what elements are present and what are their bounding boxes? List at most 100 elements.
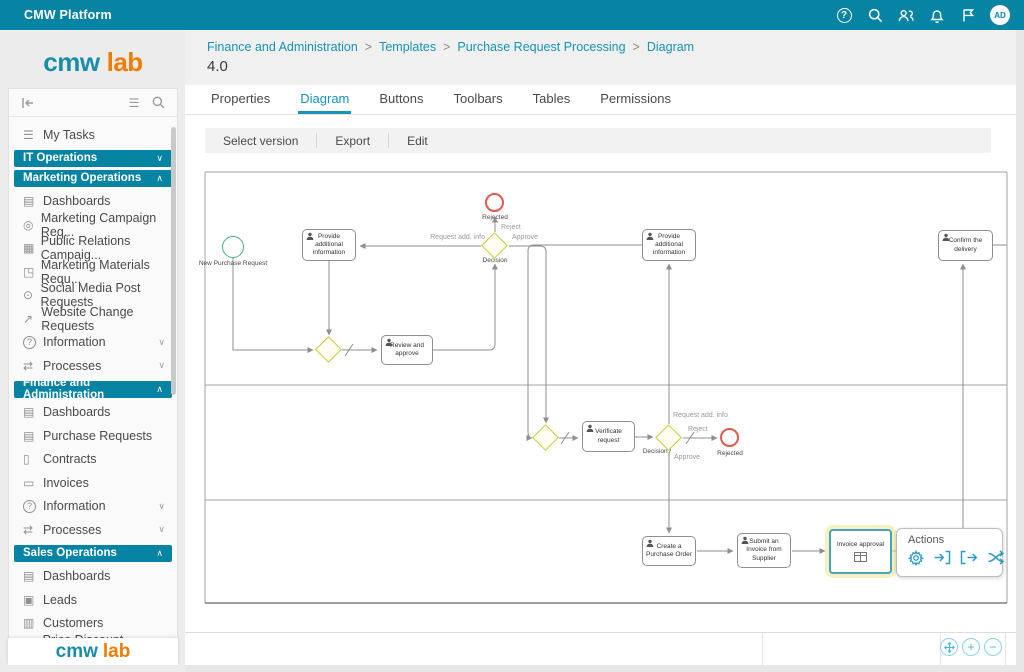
breadcrumb-link[interactable]: Finance and Administration: [207, 40, 358, 54]
sign-in-icon[interactable]: [933, 549, 951, 566]
navigation-panel: ☰ ☰My Tasks IT Operations∨ Marketing Ope…: [8, 88, 178, 665]
sidebar-item-invoices[interactable]: ▭Invoices: [9, 471, 177, 495]
edit-button[interactable]: Edit: [407, 133, 428, 148]
sidebar-item-purchase-requests[interactable]: ▤Purchase Requests: [9, 424, 177, 448]
sidebar-search-icon[interactable]: [149, 94, 167, 112]
task-submit-an-invoice-from-supplier[interactable]: Submit an Invoice from Supplier: [737, 533, 791, 568]
zoom-out-button[interactable]: −: [984, 638, 1002, 656]
users-icon[interactable]: [897, 6, 915, 24]
tab-diagram[interactable]: Diagram: [298, 85, 352, 114]
task-invoice-approval-selected[interactable]: Invoice approval: [829, 529, 892, 574]
document-icon: ▤: [23, 428, 35, 443]
start-event[interactable]: [222, 236, 244, 258]
section-label: Finance and Administration: [23, 377, 105, 401]
export-button[interactable]: Export: [317, 133, 390, 148]
user-avatar[interactable]: AD: [990, 5, 1010, 25]
process-icon: ⇄: [23, 522, 34, 537]
task-review-and-approve[interactable]: Review and approve: [381, 335, 433, 365]
person-icon: [741, 536, 749, 544]
sidebar-item-dashboards[interactable]: ▤Dashboards: [9, 190, 177, 214]
briefcase-icon: ▥: [23, 616, 35, 631]
person-icon: [646, 539, 654, 547]
sidebar-item-label: Website Change Requests: [41, 304, 134, 333]
fit-to-screen-button[interactable]: [940, 638, 958, 656]
chevron-down-icon: ∨: [158, 360, 165, 371]
chevron-up-icon: ∧: [156, 383, 163, 394]
sidebar-item-label: Invoices: [43, 475, 89, 490]
sidebar-item-processes[interactable]: ⇄Processes∨: [9, 354, 177, 378]
task-label: Review and approve: [390, 341, 424, 357]
sidebar-item-social-media-post-requests[interactable]: ⊙Social Media Post Requests: [9, 281, 177, 309]
sidebar-item-information[interactable]: ?Information∨: [9, 331, 177, 355]
end-event-rejected-top[interactable]: [485, 193, 504, 212]
bell-icon[interactable]: [928, 6, 946, 24]
sidebar-item-marketing-campaign-requests[interactable]: ◎Marketing Campaign Req...: [9, 210, 177, 239]
sidebar-item-label: Public Relations Campaig...: [40, 234, 131, 263]
end-event-rejected-middle[interactable]: [720, 428, 739, 447]
edge-label-reject: Reject: [501, 224, 521, 231]
breadcrumb-link[interactable]: Templates: [379, 40, 437, 54]
sidebar-section-it-operations[interactable]: IT Operations∨: [14, 149, 172, 167]
task-confirm-the-delivery[interactable]: Confirm the delivery: [938, 230, 993, 261]
person-icon: [942, 233, 950, 241]
diagram-toolbar: Select version Export Edit: [205, 128, 991, 153]
file-icon: ▯: [23, 452, 30, 467]
flag-icon[interactable]: [959, 6, 977, 24]
sidebar-item-leads[interactable]: ▣Leads: [9, 588, 177, 612]
breadcrumb: Finance and Administration> Templates> P…: [207, 40, 1016, 54]
sidebar-section-sales-operations[interactable]: Sales Operations∧: [14, 544, 172, 562]
document-icon: ▤: [23, 194, 35, 209]
sidebar-item-dashboards[interactable]: ▤Dashboards: [9, 401, 177, 425]
sidebar-item-processes[interactable]: ⇄Processes∨: [9, 518, 177, 542]
edge-label-reject: Reject: [688, 426, 708, 433]
breadcrumb-link[interactable]: Purchase Request Processing: [457, 40, 626, 54]
task-verificate-request[interactable]: Verificate request: [582, 421, 635, 452]
tag-icon: ◳: [23, 264, 35, 279]
sidebar-item-marketing-materials-requests[interactable]: ◳Marketing Materials Requ...: [9, 258, 177, 286]
select-version-button[interactable]: Select version: [205, 133, 318, 148]
diagram-canvas: Select version Export Edit: [185, 115, 1016, 665]
breadcrumb-link[interactable]: Diagram: [646, 40, 695, 54]
tasks-icon: ☰: [23, 127, 34, 142]
canvas-status-bar: + −: [185, 632, 1016, 665]
task-provide-additional-information-2[interactable]: Provide additional information: [642, 229, 696, 261]
tab-properties[interactable]: Properties: [211, 90, 271, 106]
sidebar-item-my-tasks[interactable]: ☰ My Tasks: [9, 123, 177, 147]
sidebar-item-customers[interactable]: ▥Customers: [9, 612, 177, 636]
sidebar-scrollbar[interactable]: [171, 127, 176, 395]
sign-out-icon[interactable]: [960, 549, 978, 566]
list-view-icon[interactable]: ☰: [128, 95, 140, 110]
sidebar-item-label: My Tasks: [43, 127, 95, 142]
sidebar-item-label: Information: [43, 499, 106, 514]
sidebar-item-contracts[interactable]: ▯Contracts: [9, 448, 177, 472]
sidebar-item-website-change-requests[interactable]: ↗Website Change Requests: [9, 304, 177, 333]
zoom-controls: + −: [940, 638, 1002, 656]
help-icon[interactable]: ?: [835, 6, 853, 24]
tab-buttons[interactable]: Buttons: [379, 90, 424, 106]
section-label: IT Operations: [23, 152, 98, 164]
settings-gear-icon[interactable]: [908, 549, 924, 566]
task-label: Verificate request: [595, 428, 622, 444]
diagram-connectors: [204, 171, 1008, 604]
tab-permissions[interactable]: Permissions: [600, 90, 671, 106]
collapse-sidebar-icon[interactable]: [19, 94, 37, 112]
edge-label-approve: Approve: [674, 454, 701, 461]
task-create-a-purchase-order[interactable]: Create a Purchase Order: [642, 536, 696, 566]
sidebar-item-dashboards[interactable]: ▤Dashboards: [9, 565, 177, 589]
sidebar-section-finance-and-administration[interactable]: Finance and Administration ∧: [14, 377, 172, 401]
task-provide-additional-information-1[interactable]: Provide additional information: [302, 229, 356, 261]
shuffle-icon[interactable]: [987, 549, 1005, 566]
gateway-label: Decision: [482, 257, 508, 264]
tab-toolbars[interactable]: Toolbars: [453, 90, 503, 106]
zoom-in-button[interactable]: +: [962, 638, 980, 656]
sidebar-item-public-relations-campaigns[interactable]: ▦Public Relations Campaig...: [9, 234, 177, 263]
sidebar-item-label: Marketing Campaign Req...: [40, 210, 157, 239]
chevron-down-icon: ∨: [158, 524, 165, 535]
sidebar-item-information[interactable]: ?Information∨: [9, 495, 177, 519]
task-label: Create a Purchase Order: [646, 542, 692, 558]
sidebar-nav-list: ☰My Tasks IT Operations∨ Marketing Opera…: [9, 117, 177, 664]
tab-tables[interactable]: Tables: [532, 90, 571, 106]
sidebar-section-marketing-operations[interactable]: Marketing Operations∧: [14, 169, 172, 187]
search-icon[interactable]: [866, 6, 884, 24]
